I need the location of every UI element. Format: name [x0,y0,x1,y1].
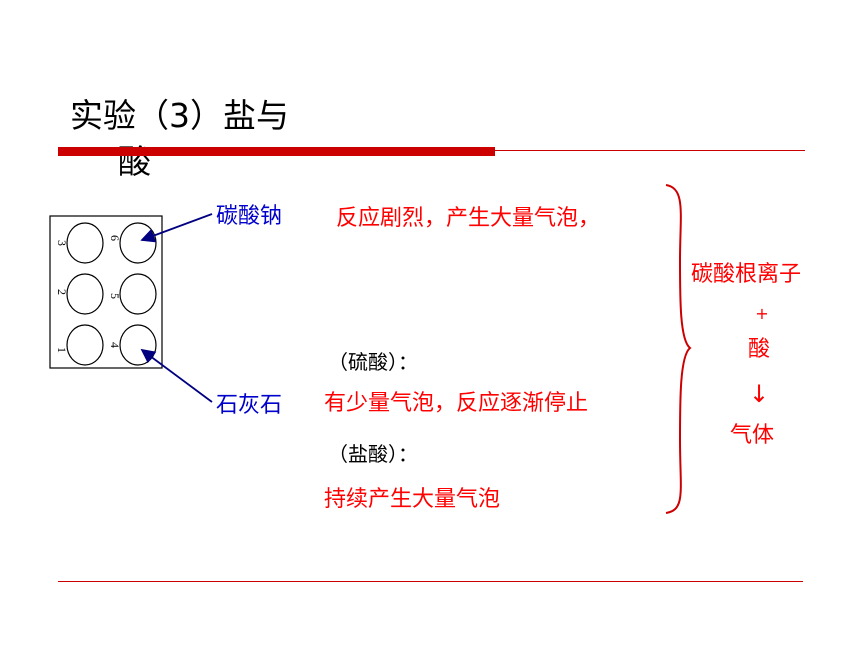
title-underline-thin [495,150,805,151]
well-number-1: 1 [55,347,69,353]
sodium-carbonate-result: 反应剧烈，产生大量气泡， [336,206,601,231]
well-number-2: 2 [55,289,69,295]
label-limestone: 石灰石 [216,393,283,418]
well-6 [119,222,157,264]
hydrochloric-acid-result: 持续产生大量气泡 [324,487,501,512]
conclusion-carbonate-ion: 碳酸根离子 [691,262,802,287]
well-3 [66,222,104,264]
well-number-6: 6 [108,235,122,241]
right-curly-brace [665,184,692,514]
well-4 [119,324,157,366]
arrow-limestone [140,348,213,403]
conclusion-down-arrow-icon: ↓ [748,380,770,408]
footer-line [58,581,803,582]
slide-title-line1: 实验（3）盐与 [70,96,289,135]
well-number-3: 3 [55,240,69,246]
conclusion-gas: 气体 [730,423,775,448]
title-underline-thick [58,147,495,156]
sulfuric-acid-label: （硫酸）： [328,350,418,374]
well-2 [66,273,104,315]
arrow-sodium-carbonate [140,213,213,243]
well-5 [119,273,157,315]
label-sodium-carbonate: 碳酸钠 [216,204,283,229]
well-number-5: 5 [108,293,122,299]
conclusion-acid: 酸 [748,337,771,362]
conclusion-plus: + [755,304,769,323]
hydrochloric-acid-label: （盐酸）： [328,442,418,466]
well-number-4: 4 [108,342,122,348]
well-1 [66,324,104,366]
sulfuric-acid-result: 有少量气泡，反应逐渐停止 [324,391,589,416]
